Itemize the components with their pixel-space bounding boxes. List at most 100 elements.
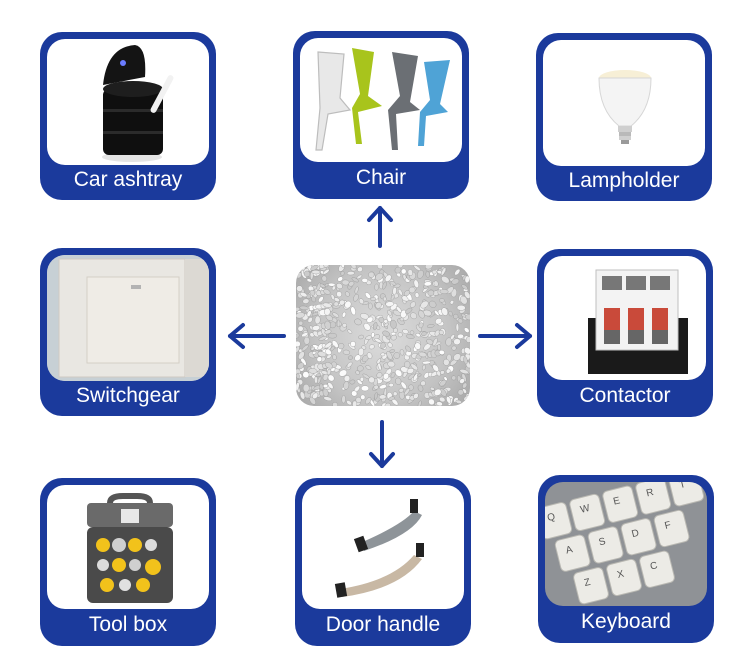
pellet bbox=[325, 314, 334, 321]
pellet bbox=[337, 343, 345, 350]
pellet bbox=[296, 285, 303, 292]
pellet bbox=[440, 370, 445, 375]
keyboard-key bbox=[653, 509, 690, 548]
pellet bbox=[312, 325, 321, 331]
pellet bbox=[434, 329, 440, 337]
pellet bbox=[384, 274, 392, 282]
pellet bbox=[405, 345, 412, 353]
pellet bbox=[306, 310, 312, 317]
pellet bbox=[382, 372, 390, 380]
pellet bbox=[330, 294, 335, 301]
pellet bbox=[363, 322, 371, 331]
pellet bbox=[404, 361, 411, 369]
pellet bbox=[418, 322, 424, 329]
pellet bbox=[357, 365, 364, 372]
card-contactor: Contactor bbox=[537, 249, 713, 417]
pellet bbox=[365, 397, 372, 405]
pellet bbox=[454, 268, 461, 276]
pellet bbox=[423, 372, 430, 379]
pellet bbox=[355, 370, 360, 376]
pellet bbox=[347, 355, 353, 360]
pellet bbox=[382, 281, 387, 290]
pellet bbox=[340, 271, 345, 276]
pellet bbox=[407, 269, 413, 276]
pellet bbox=[382, 296, 387, 302]
pellet bbox=[429, 300, 437, 308]
pellet bbox=[408, 286, 416, 294]
pellet bbox=[459, 378, 465, 384]
pellet bbox=[439, 298, 445, 303]
pellet bbox=[324, 362, 333, 369]
pellet bbox=[457, 318, 464, 324]
pellet bbox=[378, 394, 387, 400]
pellet bbox=[323, 265, 329, 268]
pellet bbox=[323, 288, 331, 295]
keyboard-key-letter: D bbox=[631, 528, 641, 540]
keyboard-key-letter: W bbox=[579, 503, 591, 516]
plastic-pellets-image bbox=[296, 265, 470, 406]
pellet bbox=[324, 283, 329, 288]
pellet bbox=[387, 361, 396, 368]
pellet bbox=[453, 338, 461, 346]
pellet bbox=[354, 286, 359, 294]
pellet bbox=[347, 329, 353, 334]
contactor-image bbox=[544, 256, 706, 380]
pellet bbox=[461, 284, 468, 290]
pellet bbox=[368, 376, 375, 384]
pellet bbox=[336, 291, 342, 298]
pellet bbox=[321, 275, 328, 282]
door-handle-image bbox=[302, 485, 464, 609]
keyboard-key-letter: R bbox=[645, 487, 655, 499]
pellet bbox=[322, 302, 332, 308]
pellet bbox=[438, 349, 445, 355]
pellet bbox=[343, 375, 351, 382]
pellet bbox=[385, 301, 394, 307]
pellet bbox=[348, 281, 355, 287]
pellet bbox=[427, 289, 435, 296]
pellet bbox=[464, 291, 470, 299]
pellet bbox=[376, 265, 383, 270]
pellet bbox=[351, 390, 358, 397]
car-ashtray-label: Car ashtray bbox=[73, 168, 183, 191]
pellet bbox=[303, 336, 310, 345]
pellet bbox=[422, 364, 426, 371]
pellet bbox=[339, 299, 345, 306]
pellet bbox=[310, 346, 315, 351]
pellet bbox=[433, 388, 442, 396]
pellet bbox=[440, 267, 447, 276]
pellet bbox=[299, 391, 306, 400]
pellet bbox=[319, 283, 326, 288]
pellet bbox=[302, 384, 310, 393]
pellet bbox=[371, 332, 375, 338]
pellet bbox=[393, 327, 398, 333]
pellet bbox=[356, 274, 363, 280]
pellet bbox=[455, 323, 460, 332]
pellet bbox=[441, 276, 450, 284]
pellet bbox=[308, 368, 318, 374]
pellet bbox=[374, 392, 378, 400]
pellet bbox=[390, 372, 396, 378]
arrow-down-icon bbox=[369, 420, 395, 468]
keyboard-key bbox=[554, 534, 591, 572]
pellet bbox=[398, 388, 404, 393]
keyboard-key-letter: Q bbox=[546, 511, 556, 524]
pellet bbox=[360, 385, 369, 392]
pellet bbox=[438, 329, 444, 335]
pellet bbox=[318, 335, 328, 341]
pellet bbox=[358, 298, 364, 305]
pellet bbox=[322, 388, 329, 397]
pellet bbox=[351, 277, 359, 283]
pellet bbox=[414, 292, 420, 298]
keyboard-key-letter: X bbox=[616, 568, 625, 580]
pellet bbox=[296, 307, 301, 312]
pellet bbox=[406, 368, 415, 374]
pellet bbox=[403, 387, 411, 396]
pellet bbox=[301, 344, 309, 352]
pellet bbox=[400, 268, 407, 275]
switchgear-label: Switchgear bbox=[76, 384, 180, 407]
pellet bbox=[417, 400, 422, 406]
pellet bbox=[397, 265, 404, 269]
pellet bbox=[413, 393, 419, 399]
pellet bbox=[296, 340, 301, 348]
